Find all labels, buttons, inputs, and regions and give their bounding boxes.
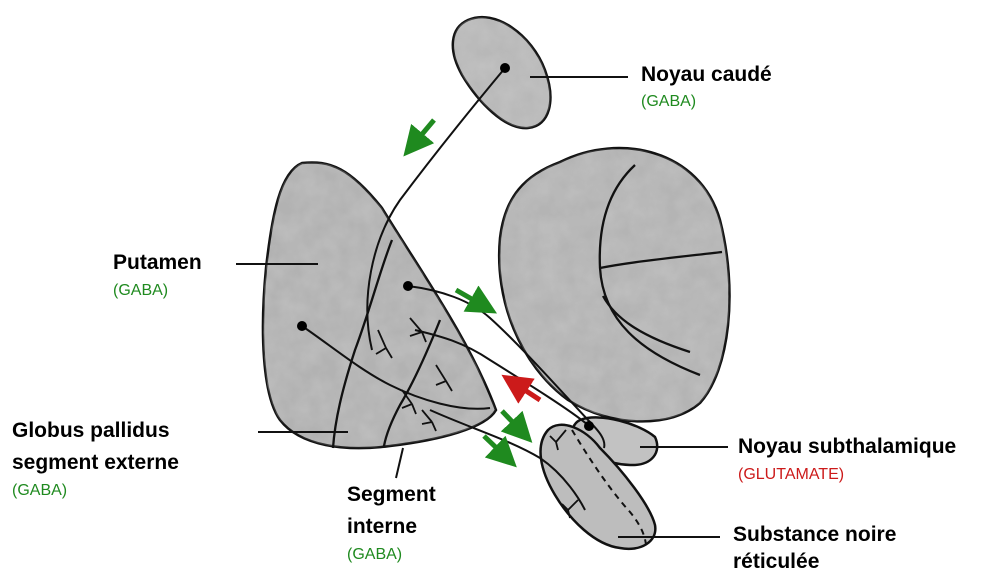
subthalamic-neuron: [584, 421, 594, 431]
label-noyau-caude-nt: (GABA): [641, 92, 696, 112]
leader-segment-interne: [396, 448, 403, 478]
label-putamen: Putamen: [113, 250, 202, 276]
label-subthal-nt: (GLUTAMATE): [738, 465, 844, 485]
label-segment-line1: Segment: [347, 482, 436, 508]
label-segment-line2: interne: [347, 514, 417, 540]
label-putamen-nt: (GABA): [113, 281, 168, 301]
label-globus-line2: segment externe: [12, 450, 179, 476]
label-globus-line1: Globus pallidus: [12, 418, 170, 444]
caudate-neuron: [500, 63, 510, 73]
subthalamic-to-pallidus-arrow: [514, 383, 540, 400]
label-segment-nt: (GABA): [347, 545, 402, 565]
putamen-neuron: [297, 321, 307, 331]
pallidus-neuron: [403, 281, 413, 291]
label-subthal: Noyau subthalamique: [738, 434, 956, 460]
label-globus-nt: (GABA): [12, 481, 67, 501]
caude-to-putamen-arrow: [413, 120, 434, 145]
label-substance-line2: réticulée: [733, 549, 819, 575]
label-substance-line1: Substance noire: [733, 522, 896, 548]
pallidus-to-substantia-arrow-1: [502, 411, 522, 432]
label-noyau-caude: Noyau caudé: [641, 62, 772, 88]
